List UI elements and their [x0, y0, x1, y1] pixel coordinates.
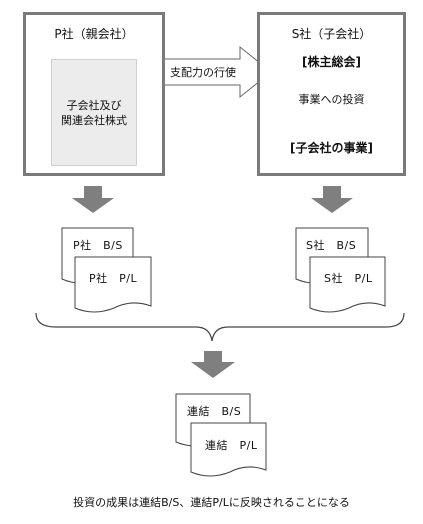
- subsidiary-down-arrow: [311, 186, 353, 213]
- subsidiary-pl-label: S社 P/L: [324, 272, 373, 285]
- subsidiary-bs-label: S社 B/S: [306, 239, 357, 252]
- subsidiary-business-label: [子会社の事業]: [290, 141, 373, 155]
- investment-label: 事業への投資: [298, 93, 365, 106]
- parent-holdings-box: 子会社及び 関連会社株式: [51, 59, 137, 166]
- consolidated-pl-doc: [190, 422, 267, 477]
- curly-brace: [35, 312, 405, 342]
- parent-down-arrow: [72, 186, 114, 213]
- parent-holdings-line-2: 関連会社株式: [61, 113, 127, 127]
- subsidiary-pl-doc: [309, 256, 386, 313]
- consolidated-bs-label: 連結 B/S: [187, 405, 242, 418]
- parent-bs-label: P社 B/S: [73, 239, 123, 252]
- parent-company-title: P社（親会社）: [54, 27, 134, 41]
- parent-company-box: P社（親会社） 子会社及び 関連会社株式: [23, 12, 165, 176]
- control-label: 支配力の行使: [170, 66, 236, 79]
- consolidated-down-arrow: [191, 351, 235, 378]
- control-arrow: [162, 45, 272, 99]
- subsidiary-title: S社（子会社）: [291, 27, 372, 41]
- parent-pl-label: P社 P/L: [89, 272, 138, 285]
- subsidiary-box: S社（子会社） [株主総会] 事業への投資 [子会社の事業]: [257, 12, 406, 176]
- caption: 投資の成果は連結B/S、連結P/Lに反映されることになる: [73, 496, 350, 509]
- parent-holdings-line-1: 子会社及び: [66, 98, 122, 112]
- parent-pl-doc: [74, 256, 152, 313]
- consolidated-pl-label: 連結 P/L: [205, 439, 258, 452]
- shareholders-meeting-label: [株主総会]: [302, 55, 361, 69]
